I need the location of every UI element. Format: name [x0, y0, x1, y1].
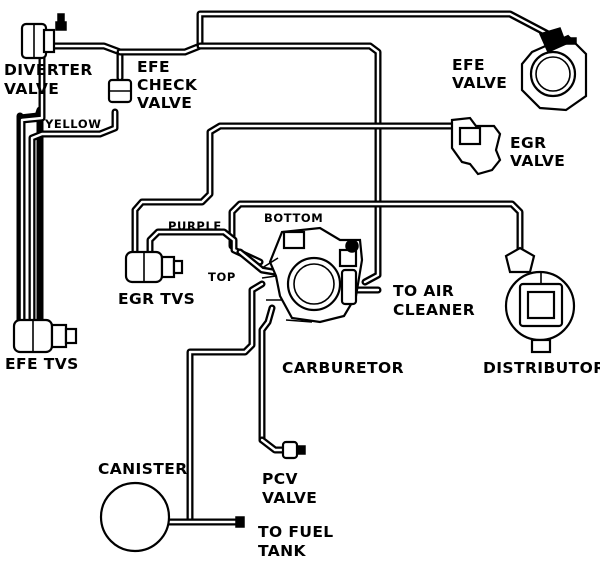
efe-tvs: [12, 318, 78, 354]
label-pcv-line2: VALVE: [262, 489, 317, 507]
label-distributor: DISTRIBUTOR: [483, 359, 600, 377]
label-fuel-tank-line2: TANK: [258, 542, 307, 560]
hose-purple: [146, 228, 264, 266]
fuel-tank-line-end: [235, 516, 245, 528]
label-efe-valve-line1: EFE: [452, 56, 485, 74]
vacuum-hoses: [16, 10, 552, 526]
label-air-cleaner-line1: TO AIR: [393, 282, 454, 300]
label-purple: PURPLE: [168, 219, 222, 233]
hose-canister: [186, 280, 266, 524]
label-fuel-tank-line1: TO FUEL: [258, 523, 334, 541]
label-egr-valve-line1: EGR: [510, 134, 546, 152]
labels: DIVERTER VALVE EFE CHECK VALVE YELLOW EF…: [4, 56, 600, 560]
hose-pcv-lower: [258, 436, 289, 454]
label-carburetor: CARBURETOR: [282, 359, 404, 377]
label-efe-check-line2: CHECK: [137, 76, 198, 94]
egr-tvs: [124, 250, 184, 284]
hose-check-to-carb: [196, 42, 382, 286]
hose-check-to-efe-valve: [116, 10, 552, 56]
carburetor: [261, 226, 364, 324]
label-bottom: BOTTOM: [264, 211, 323, 225]
canister: [99, 481, 171, 553]
label-top: TOP: [208, 270, 236, 284]
label-efe-valve-line2: VALVE: [452, 74, 507, 92]
label-diverter-line2: VALVE: [4, 80, 59, 98]
egr-valve: [450, 116, 502, 176]
diverter-valve: [20, 13, 67, 60]
hose-pcv: [258, 304, 276, 444]
label-egr-tvs: EGR TVS: [118, 290, 195, 308]
label-efe-check-line1: EFE: [137, 58, 170, 76]
hose-carb-to-distributor: [228, 200, 524, 256]
efe-valve: [520, 27, 588, 112]
label-egr-valve-line2: VALVE: [510, 152, 565, 170]
efe-check-valve: [107, 78, 133, 104]
label-air-cleaner-line2: CLEANER: [393, 301, 475, 319]
label-efe-tvs: EFE TVS: [5, 355, 79, 373]
label-yellow: YELLOW: [44, 117, 102, 131]
hose-efe-tvs-left: [18, 46, 46, 326]
distributor: [504, 246, 576, 354]
label-pcv-line1: PCV: [262, 470, 298, 488]
hose-top: [236, 248, 278, 276]
hose-efe-tvs-right: [28, 108, 119, 326]
hose-diverter-to-check: [44, 42, 124, 82]
label-canister: CANISTER: [98, 460, 188, 478]
label-efe-check-line3: VALVE: [137, 94, 192, 112]
label-diverter-line1: DIVERTER: [4, 61, 93, 79]
pcv-valve: [281, 440, 306, 460]
hose-egr-tvs-to-egr-valve: [131, 122, 456, 256]
